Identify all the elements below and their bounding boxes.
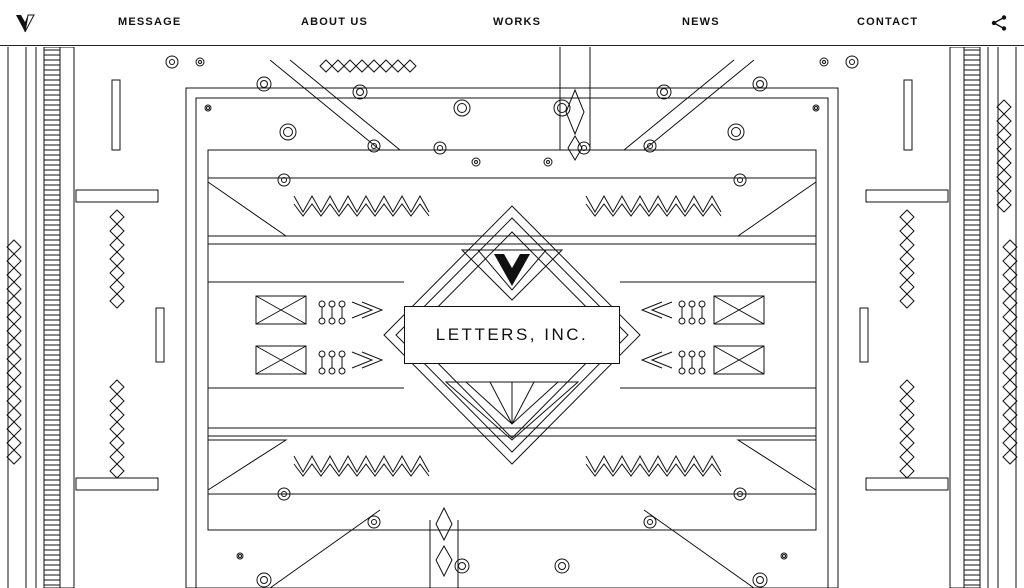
bottom-center-pendant: [429, 506, 459, 588]
central-diamond: [383, 205, 641, 465]
circuit-nodes: [165, 55, 859, 588]
right-cross-boxes: [713, 295, 765, 375]
diagonal-wedges: [207, 59, 817, 588]
nav-item-news[interactable]: NEWS: [682, 16, 720, 28]
art-deco-line-pattern: [6, 47, 1018, 588]
company-name-plate: LETTERS, INC.: [404, 306, 620, 364]
chevrons: [351, 301, 673, 369]
company-name: LETTERS, INC.: [435, 325, 589, 344]
nav-item-contact[interactable]: CONTACT: [857, 16, 919, 28]
inner-frame: [185, 87, 839, 588]
nav-item-about-us[interactable]: ABOUT US: [301, 16, 369, 28]
top-navigation: MESSAGE ABOUT US WORKS NEWS CONTACT: [0, 0, 1024, 46]
share-icon[interactable]: [990, 14, 1008, 32]
nav-item-message[interactable]: MESSAGE: [118, 16, 182, 28]
center-v-emblem: [494, 254, 530, 286]
nav-item-works[interactable]: WORKS: [493, 16, 542, 28]
side-pillars: [75, 79, 949, 491]
horizontal-bands: [208, 177, 816, 495]
zigzag-rows: [293, 59, 722, 477]
top-center-pendant: [559, 47, 591, 161]
right-border-columns: [949, 47, 1017, 588]
left-cross-boxes: [255, 295, 307, 375]
letters-v-logo-icon[interactable]: [14, 12, 36, 34]
border-hatching: [44, 49, 980, 586]
side-diamond-chains: [6, 99, 1018, 479]
left-border-columns: [7, 47, 75, 588]
